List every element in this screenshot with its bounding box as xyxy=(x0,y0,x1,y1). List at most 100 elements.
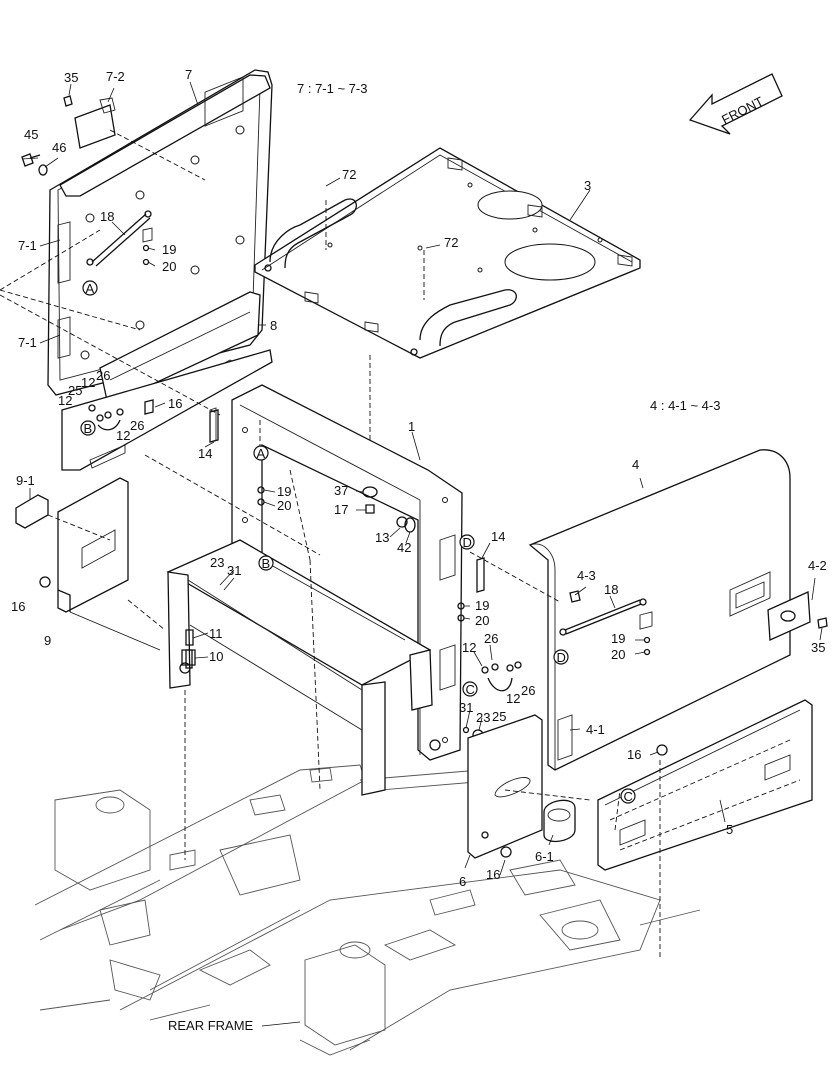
callout-11: 11 xyxy=(209,626,223,641)
part-3-cover xyxy=(254,147,641,450)
callout-1: 1 xyxy=(408,419,415,434)
callout-12-c: 12 xyxy=(116,428,130,443)
part-4-2-latch xyxy=(767,591,811,641)
callout-18-b: 18 xyxy=(604,582,618,597)
callout-26-d: 26 xyxy=(521,683,535,698)
callout-31-a: 31 xyxy=(227,563,241,578)
callout-20-d: 20 xyxy=(611,647,625,662)
callout-20-b: 20 xyxy=(277,498,291,513)
callout-26-a: 26 xyxy=(96,368,110,383)
bolt-16-b xyxy=(39,576,51,588)
front-label: FRONT xyxy=(719,94,766,128)
callout-19-b: 19 xyxy=(277,484,291,499)
callout-4: 4 xyxy=(632,457,639,472)
callout-12-a: 12 xyxy=(81,375,95,390)
callout-8: 8 xyxy=(270,318,277,333)
callout-37: 37 xyxy=(334,483,348,498)
bolt-45 xyxy=(21,153,41,167)
callout-4-1: 4-1 xyxy=(586,722,605,737)
ref-D-1: D xyxy=(463,535,472,550)
bolt-16-d xyxy=(500,846,512,858)
callout-46: 46 xyxy=(52,140,66,155)
bolt-35-b xyxy=(817,617,828,629)
part-1-frame xyxy=(166,384,463,796)
bolt-17 xyxy=(365,504,375,514)
callout-23-b: 23 xyxy=(476,710,490,725)
callout-45: 45 xyxy=(24,127,38,142)
part-4-door xyxy=(528,449,791,771)
callout-20-a: 20 xyxy=(162,259,176,274)
ref-B-1: B xyxy=(84,421,93,436)
callout-7: 7 xyxy=(185,67,192,82)
callout-16-c: 16 xyxy=(627,747,641,762)
bracket-14-a xyxy=(209,409,219,443)
part-5-cover xyxy=(597,699,813,871)
callout-31-b: 31 xyxy=(459,700,473,715)
bolt-13 xyxy=(396,516,408,528)
callout-labels: 35 7-2 7 45 46 18 7-1 19 20 7-1 8 72 72 … xyxy=(11,67,827,889)
rear-frame-label: REAR FRAME xyxy=(168,1018,254,1033)
part-6-1-cup xyxy=(543,799,576,843)
callout-19-a: 19 xyxy=(162,242,176,257)
group-7-note: 7 : 7-1 ~ 7-3 xyxy=(297,81,367,96)
washer-46 xyxy=(38,164,48,176)
callout-25-b: 25 xyxy=(492,709,506,724)
callout-12-d: 12 xyxy=(462,640,476,655)
callout-42: 42 xyxy=(397,540,411,555)
callout-9-1: 9-1 xyxy=(16,473,35,488)
part-9-1-latch xyxy=(15,494,49,529)
callout-14-b: 14 xyxy=(491,529,505,544)
bolt-35-a xyxy=(63,83,73,107)
callout-25-a: 25 xyxy=(68,383,82,398)
part-6-panel xyxy=(467,714,543,859)
callout-7-1-a: 7-1 xyxy=(18,238,37,253)
callout-35-b: 35 xyxy=(811,640,825,655)
callout-7-2: 7-2 xyxy=(106,69,125,84)
callout-14-a: 14 xyxy=(198,446,212,461)
callout-16-b: 16 xyxy=(11,599,25,614)
callout-12-b: 12 xyxy=(58,393,72,408)
part-7-2-latch xyxy=(74,97,206,181)
leader-lines xyxy=(0,81,823,960)
callout-18-a: 18 xyxy=(100,209,114,224)
ref-B-2: B xyxy=(262,556,271,571)
callout-4-2: 4-2 xyxy=(808,558,827,573)
callout-6: 6 xyxy=(459,874,466,889)
ref-C-2: C xyxy=(624,789,633,804)
ref-A-1: A xyxy=(86,281,95,296)
callout-6-1: 6-1 xyxy=(535,849,554,864)
fasteners-group-left xyxy=(88,399,154,431)
callout-35-a: 35 xyxy=(64,70,78,85)
callout-9: 9 xyxy=(44,633,51,648)
front-arrow: FRONT xyxy=(688,73,783,135)
bolt-10 xyxy=(181,649,196,666)
gas-strut-18-a xyxy=(86,210,153,267)
callout-7-1-b: 7-1 xyxy=(18,335,37,350)
bolt-11 xyxy=(185,629,194,646)
ref-D-2: D xyxy=(557,650,566,665)
callout-16-a: 16 xyxy=(168,396,182,411)
bolt-4-3 xyxy=(569,590,581,603)
callout-72-b: 72 xyxy=(444,235,458,250)
callout-4-3: 4-3 xyxy=(577,568,596,583)
callout-13: 13 xyxy=(375,530,389,545)
callout-3: 3 xyxy=(584,178,591,193)
callout-72-a: 72 xyxy=(342,167,356,182)
callout-26-b: 26 xyxy=(130,418,144,433)
callout-5: 5 xyxy=(726,822,733,837)
callout-19-d: 19 xyxy=(611,631,625,646)
ref-A-2: A xyxy=(257,446,266,461)
callout-20-c: 20 xyxy=(475,613,489,628)
part-9-panel xyxy=(57,477,129,613)
bolt-16-c xyxy=(656,744,668,756)
callout-19-c: 19 xyxy=(475,598,489,613)
callout-23-a: 23 xyxy=(210,555,224,570)
group-4-note: 4 : 4-1 ~ 4-3 xyxy=(650,398,720,413)
callout-26-c: 26 xyxy=(484,631,498,646)
callout-16-d: 16 xyxy=(486,867,500,882)
bracket-14-b xyxy=(476,557,485,593)
callout-10: 10 xyxy=(209,649,223,664)
callout-12-e: 12 xyxy=(506,691,520,706)
ref-C-1: C xyxy=(466,682,475,697)
